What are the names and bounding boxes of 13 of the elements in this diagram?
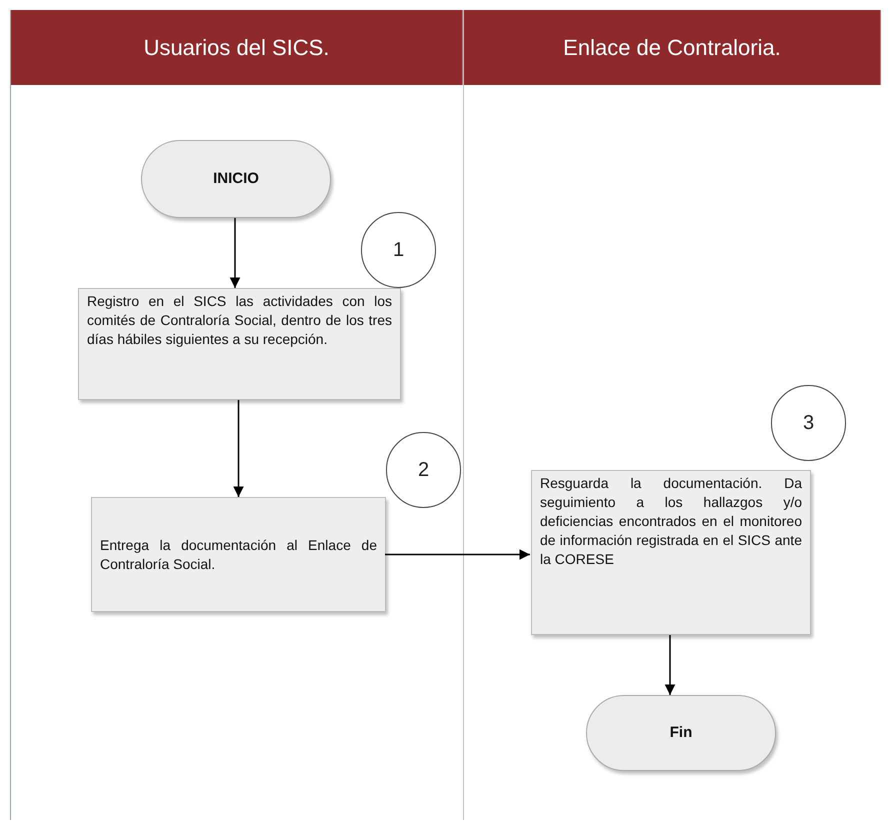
terminator: INICIO [141, 140, 331, 218]
terminator: Fin [586, 695, 776, 771]
lane-header: Enlace de Contraloria. [464, 10, 881, 85]
arrow [233, 400, 244, 497]
arrow [385, 549, 530, 560]
process-box: Entrega la documentación al Enlace de Contraloría Social. [91, 497, 386, 612]
process-box: Registro en el SICS las actividades con los comités de Contraloría Social, dentro de los tres días hábiles siguientes a su recepción. [78, 288, 401, 400]
swimlane [10, 10, 463, 820]
swimlane [463, 10, 881, 820]
process-box: Resguarda la documentación. Da seguimiento a los hallazgos y/o deficiencias encontrados en el monitoreo de información registrada en el SICS ante la CORESE [531, 470, 811, 635]
arrow [230, 218, 240, 288]
arrow [664, 635, 676, 695]
lane-header: Usuarios del SICS. [11, 10, 463, 85]
